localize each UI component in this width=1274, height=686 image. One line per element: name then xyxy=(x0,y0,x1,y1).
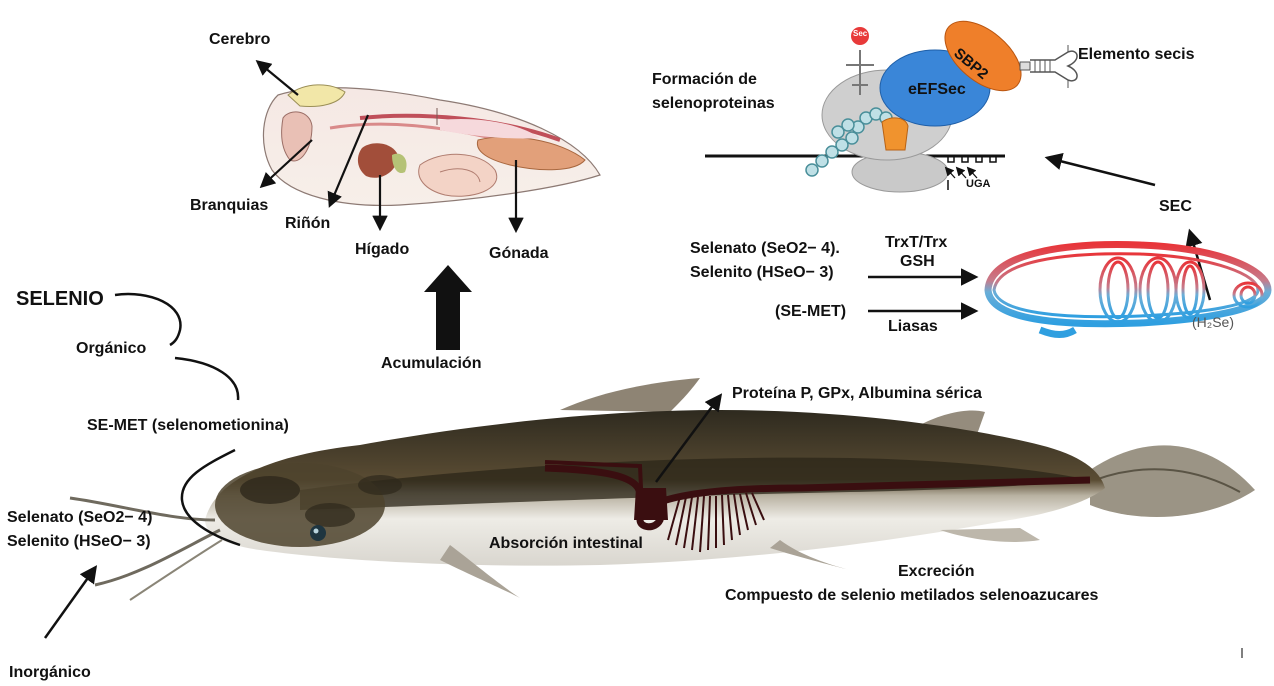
formacion-line2: selenoproteinas xyxy=(652,94,775,113)
proteina-label: Proteína P, GPx, Albumina sérica xyxy=(732,384,982,403)
eefsec-label: eEFSec xyxy=(908,80,966,99)
se-met-short-label: (SE-MET) xyxy=(775,302,846,321)
uga-label: UGA xyxy=(966,178,990,190)
gonada-label: Gónada xyxy=(489,244,549,263)
selenio-title: SELENIO xyxy=(16,288,104,310)
inorganico-label: Inorgánico xyxy=(9,663,91,682)
liasas-label: Liasas xyxy=(888,317,938,336)
selenato-left-label: Selenato (SeO2− 4) xyxy=(7,508,152,527)
compuesto-label: Compuesto de selenio metilados selenoazu… xyxy=(725,586,1098,605)
h2se-label: (H₂Se) xyxy=(1192,313,1234,332)
acumulacion-label: Acumulación xyxy=(381,354,481,373)
accumulation-arrow xyxy=(424,265,472,350)
loop-input-arrows xyxy=(868,277,975,311)
cerebro-label: Cerebro xyxy=(209,30,270,49)
branquias-label: Branquias xyxy=(190,196,268,215)
formacion-line1: Formación de xyxy=(652,70,757,89)
selenato-right-label: Selenato (SeO2− 4). xyxy=(690,239,840,258)
excrecion-label: Excreción xyxy=(898,562,974,581)
rinon-label: Riñón xyxy=(285,214,330,233)
sec-label: SEC xyxy=(1159,197,1192,216)
gsh-label: GSH xyxy=(900,252,935,271)
elemento-secis-label: Elemento secis xyxy=(1078,45,1195,64)
fish-anatomy-illustration xyxy=(263,85,600,206)
selenito-left-label: Selenito (HSeO− 3) xyxy=(7,532,151,551)
sec-trna-label: Sec xyxy=(853,29,867,38)
absorcion-label: Absorción intestinal xyxy=(489,534,643,553)
se-met-full-label: SE-MET (selenometionina) xyxy=(87,416,289,435)
trxt-trx-label: TrxT/Trx xyxy=(885,233,947,252)
selenito-right-label: Selenito (HSeO− 3) xyxy=(690,263,834,282)
higado-label: Hígado xyxy=(355,240,409,259)
organico-label: Orgánico xyxy=(76,339,146,358)
